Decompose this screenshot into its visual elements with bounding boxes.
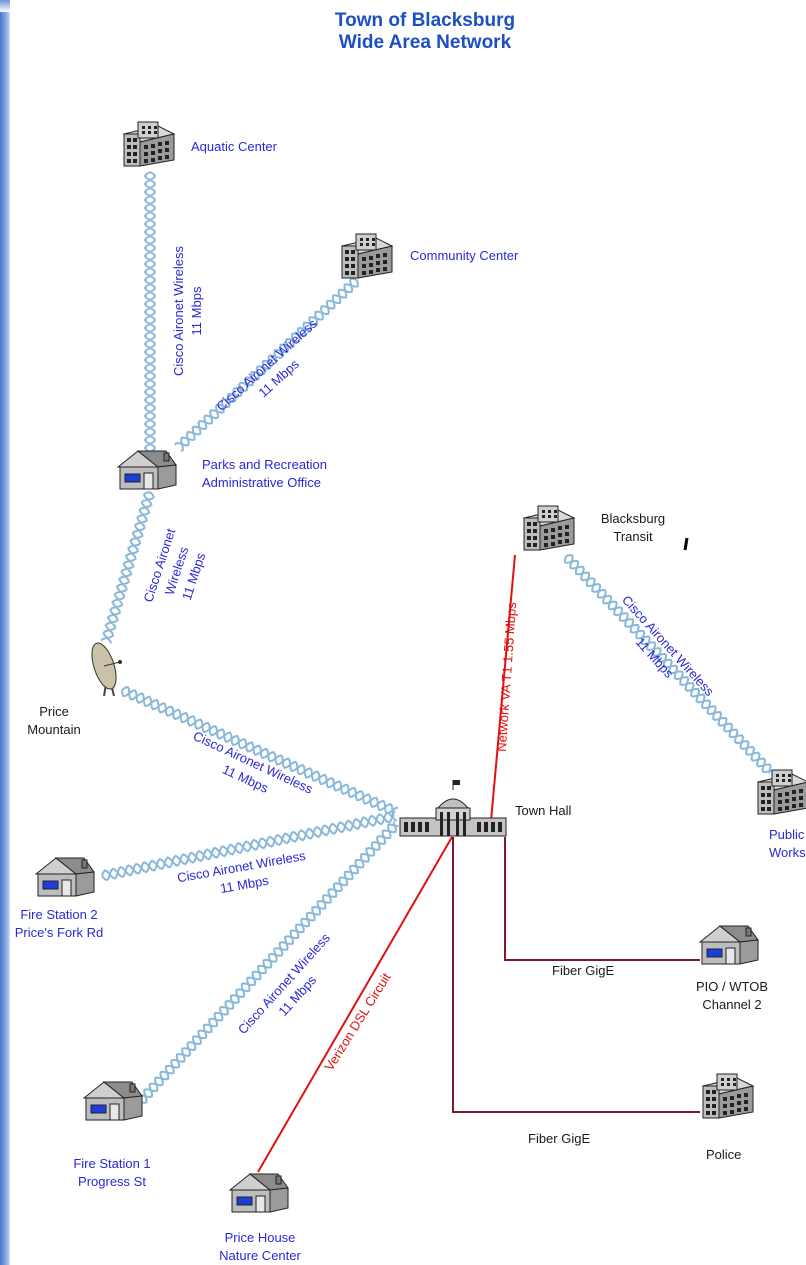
label-aquatic-center: Aquatic Center xyxy=(191,139,277,154)
house-icon xyxy=(83,1081,143,1121)
label-police: Police xyxy=(706,1147,742,1162)
link-firestation1-townhall xyxy=(137,821,399,1104)
link-label-line: Cisco Aironet Wireless xyxy=(171,245,186,377)
label-line: Public xyxy=(769,827,805,842)
title-line-2: Wide Area Network xyxy=(338,32,512,53)
link-community-parks xyxy=(174,277,360,452)
link-label-aquatic: Cisco Aironet Wireless 11 Mbps xyxy=(170,241,206,381)
satellite-dish-icon xyxy=(86,639,123,697)
label-town-hall: Town Hall xyxy=(515,803,572,818)
link-pricemountain-townhall xyxy=(121,685,399,818)
house-icon xyxy=(35,857,95,897)
label-line: Mountain xyxy=(27,722,81,737)
label-line: Channel 2 xyxy=(702,997,762,1012)
link-firestation2-townhall xyxy=(101,810,398,882)
label-line: Price xyxy=(39,704,69,719)
label-fire-station-1: Fire Station 1 Progress St xyxy=(52,1155,172,1191)
label-parks-recreation: Parks and Recreation Administrative Offi… xyxy=(202,456,327,492)
label-line: Fire Station 1 xyxy=(73,1156,151,1171)
link-transit-publicworks xyxy=(563,553,772,774)
house-icon xyxy=(699,925,759,965)
label-line: Parks and Recreation xyxy=(202,457,328,472)
label-community-center: Community Center xyxy=(410,248,519,263)
label-fire-station-2: Fire Station 2 Price's Fork Rd xyxy=(0,906,118,942)
label-line: Price's Fork Rd xyxy=(14,925,104,940)
building-icon xyxy=(123,121,175,167)
link-label-fiber-police: Fiber GigE xyxy=(528,1131,591,1146)
link-label-line: 11 Mbps xyxy=(189,286,204,336)
house-icon xyxy=(117,450,177,490)
diagram-canvas xyxy=(10,0,806,1265)
label-line: Fire Station 2 xyxy=(20,907,98,922)
label-price-mountain: Price Mountain xyxy=(24,703,84,739)
building-icon xyxy=(341,233,393,279)
link-fiber-pio xyxy=(504,837,700,961)
label-pio-wtob: PIO / WTOB Channel 2 xyxy=(680,978,784,1014)
background-left-edge xyxy=(0,0,10,1265)
label-line: Blacksburg xyxy=(600,511,666,526)
title-line-1: Town of Blacksburg xyxy=(334,10,516,31)
building-icon xyxy=(757,769,806,815)
link-aquatic-parks xyxy=(143,171,157,453)
label-line: Administrative Office xyxy=(202,475,321,490)
town-hall-icon xyxy=(399,779,507,837)
tick-mark xyxy=(683,537,689,551)
link-t1-townhall-transit xyxy=(489,554,516,833)
house-icon xyxy=(229,1173,289,1213)
diagram-title: Town of Blacksburg Wide Area Network xyxy=(290,10,560,54)
link-label-fiber-pio: Fiber GigE xyxy=(552,963,615,978)
label-line: Nature Center xyxy=(219,1248,301,1263)
link-dsl-townhall-nature xyxy=(257,836,453,1173)
label-line: Works xyxy=(769,845,806,860)
link-fiber-police xyxy=(452,837,700,1113)
label-price-house: Price House Nature Center xyxy=(205,1229,315,1265)
label-line: Transit xyxy=(613,529,653,544)
building-icon xyxy=(523,505,575,551)
label-public-works: Public Works xyxy=(769,826,806,862)
label-blacksburg-transit: Blacksburg Transit xyxy=(588,510,678,546)
label-line: Price House xyxy=(224,1230,296,1245)
link-parks-pricemountain xyxy=(100,491,155,644)
building-icon xyxy=(702,1073,754,1119)
label-line: PIO / WTOB xyxy=(696,979,768,994)
label-line: Progress St xyxy=(78,1174,146,1189)
